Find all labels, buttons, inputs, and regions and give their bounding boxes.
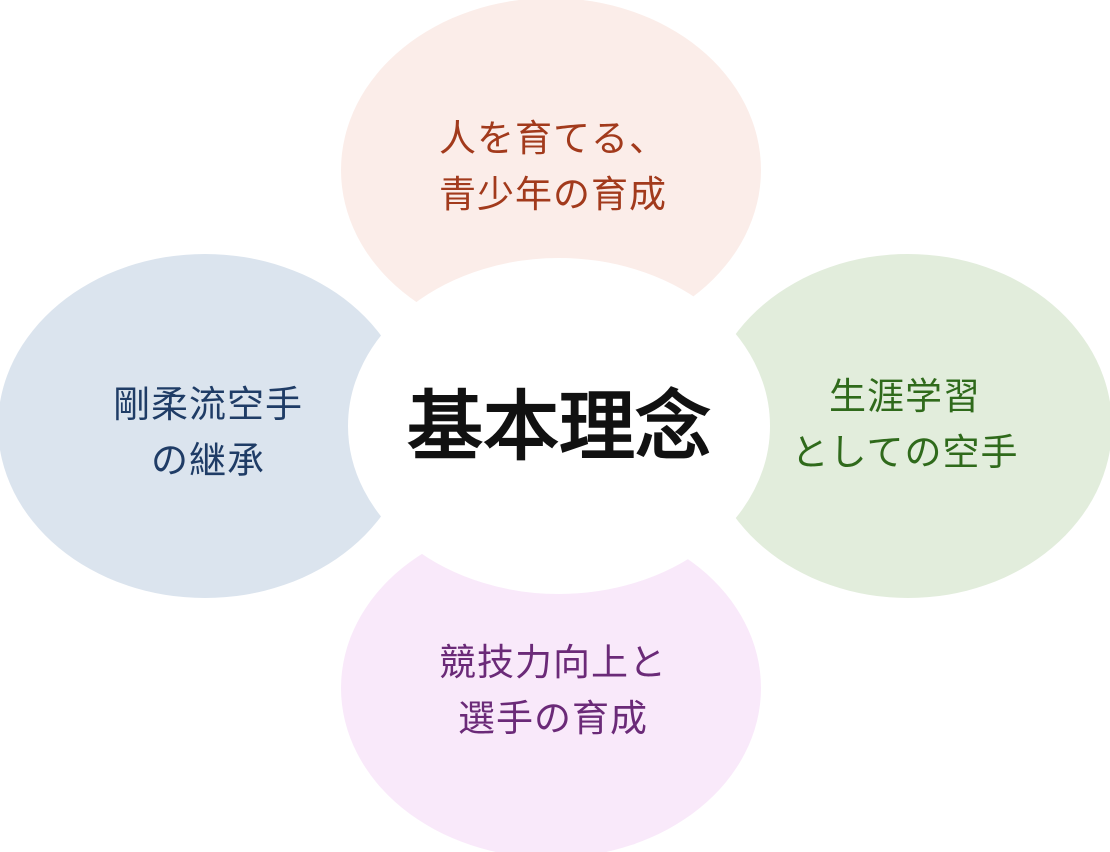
petal-bottom-line1: 競技力向上と	[439, 641, 667, 684]
petal-left	[0, 254, 412, 598]
petal-bottom-label: 競技力向上と 選手の育成	[439, 635, 667, 747]
petal-top-label: 人を育てる、 青少年の育成	[439, 111, 667, 223]
petal-left-line1: 剛柔流空手	[113, 383, 303, 426]
petal-right-line2: としての空手	[791, 431, 1019, 474]
center-circle	[348, 258, 770, 594]
petal-top-line1: 人を育てる、	[439, 117, 667, 160]
petal-top-line2: 青少年の育成	[439, 173, 667, 216]
petal-left-line2: の継承	[151, 439, 265, 482]
petal-bottom	[341, 518, 761, 852]
petal-top	[341, 0, 761, 342]
petal-left-label: 剛柔流空手 の継承	[113, 377, 303, 489]
petal-right-line1: 生涯学習	[828, 375, 981, 418]
petal-right-label: 生涯学習 としての空手	[792, 369, 1019, 481]
petal-right	[704, 254, 1110, 598]
petal-bottom-line2: 選手の育成	[458, 697, 648, 740]
center-title: 基本理念	[407, 382, 711, 471]
